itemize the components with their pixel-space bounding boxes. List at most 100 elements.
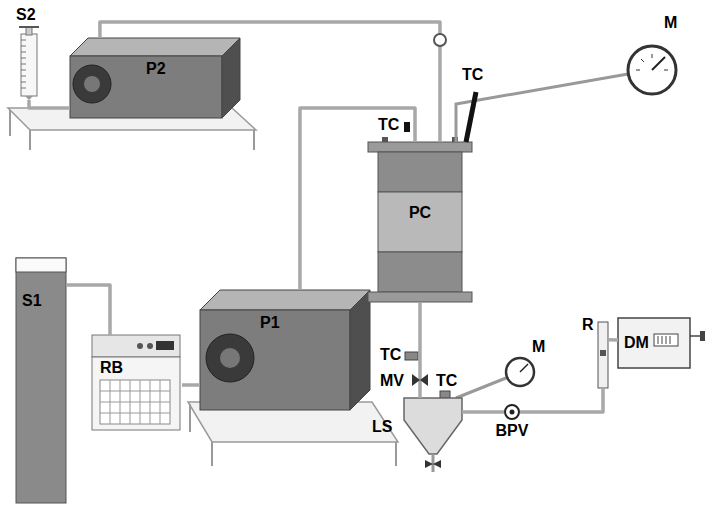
part-label: P2	[146, 60, 166, 78]
pressure-gauge	[636, 70, 640, 71]
callout-label: TC	[462, 66, 483, 84]
syringe	[21, 88, 26, 89]
pump-table	[9, 110, 11, 136]
syringe	[21, 40, 26, 41]
pump-body	[222, 38, 240, 118]
callout-label: TC	[436, 372, 457, 390]
packed-column	[368, 292, 472, 302]
part-label: R	[582, 316, 594, 334]
thermocouple	[440, 391, 450, 398]
refrigerated-bath	[92, 335, 180, 357]
valve	[425, 460, 441, 468]
pressure-line	[456, 74, 628, 142]
pump-body	[70, 38, 240, 56]
valve-node: BPV	[504, 404, 520, 420]
back-pressure-valve	[505, 405, 519, 419]
pump-body	[206, 334, 254, 382]
refrigerated-bath	[100, 402, 170, 403]
part-label: LS	[372, 418, 392, 436]
tube-line	[300, 108, 415, 290]
tube-line	[520, 388, 603, 412]
refrigerated-bath	[100, 391, 170, 392]
data-module	[618, 318, 705, 368]
pump-body	[200, 290, 370, 310]
syringe	[19, 27, 39, 100]
packed-column	[378, 192, 462, 252]
syringe	[21, 64, 26, 65]
bath-node: RB	[92, 335, 182, 430]
pressure-gauge	[506, 358, 534, 386]
pressure-gauge	[641, 59, 644, 62]
pump-body	[70, 56, 222, 118]
syringe	[21, 76, 26, 77]
flow-meter	[598, 322, 608, 388]
pump-body	[350, 290, 370, 410]
pump-body	[220, 348, 240, 368]
pump-table	[395, 442, 397, 466]
data-module	[654, 334, 678, 346]
part-label: S1	[22, 292, 42, 310]
refrigerated-bath	[137, 343, 143, 349]
callout-label: M	[664, 14, 677, 32]
packed-column	[378, 252, 462, 292]
data-module	[658, 336, 659, 344]
liquid-separator	[404, 398, 462, 454]
back-pressure-valve	[510, 410, 515, 415]
pressure-gauge	[520, 364, 528, 372]
pump-body	[84, 76, 100, 92]
tube-line	[418, 302, 422, 398]
callout-label: TC	[380, 346, 401, 364]
liquid-separator	[432, 454, 435, 472]
refrigerated-bath	[92, 357, 180, 430]
pump-body	[200, 290, 370, 410]
syringe-node: S2	[18, 30, 40, 100]
data-module	[700, 331, 705, 341]
syringe	[21, 34, 37, 96]
thermocouple	[466, 92, 476, 142]
valve	[434, 34, 446, 46]
tube-line	[462, 410, 504, 414]
column-node: PC	[372, 142, 468, 302]
pressure-gauge	[664, 70, 668, 71]
syringe	[21, 82, 26, 83]
valve	[412, 374, 428, 386]
pressure-gauge	[628, 46, 676, 94]
flow-meter	[598, 322, 608, 388]
flowmeter-node: R	[598, 322, 608, 388]
data-module	[666, 336, 667, 344]
valve	[425, 460, 441, 468]
callout-label: TC	[378, 116, 399, 134]
pressure-gauge	[628, 46, 676, 94]
pump-table	[29, 130, 31, 150]
syringe	[21, 70, 26, 71]
part-label: RB	[100, 359, 123, 377]
pressure-line	[456, 74, 628, 398]
part-label: PC	[409, 204, 431, 222]
callout-label: M	[532, 338, 545, 356]
refrigerated-bath	[92, 335, 180, 430]
tube-line	[608, 338, 618, 342]
packed-column	[378, 152, 462, 192]
pump-body	[70, 38, 240, 118]
pump-table	[189, 404, 191, 432]
pressure-line	[456, 378, 506, 398]
packed-column	[368, 137, 472, 302]
data-module	[690, 335, 700, 337]
pump-body	[73, 65, 111, 103]
syringe	[19, 26, 39, 28]
pressure-gauge	[506, 358, 534, 386]
part-label: DM	[624, 334, 649, 352]
packed-column	[368, 142, 472, 152]
refrigerated-bath	[156, 341, 174, 350]
part-label: BPV	[496, 422, 529, 440]
thermocouple	[405, 352, 418, 360]
part-label: P1	[260, 314, 280, 332]
callout-label: MV	[380, 372, 404, 390]
pump-table	[211, 442, 213, 466]
